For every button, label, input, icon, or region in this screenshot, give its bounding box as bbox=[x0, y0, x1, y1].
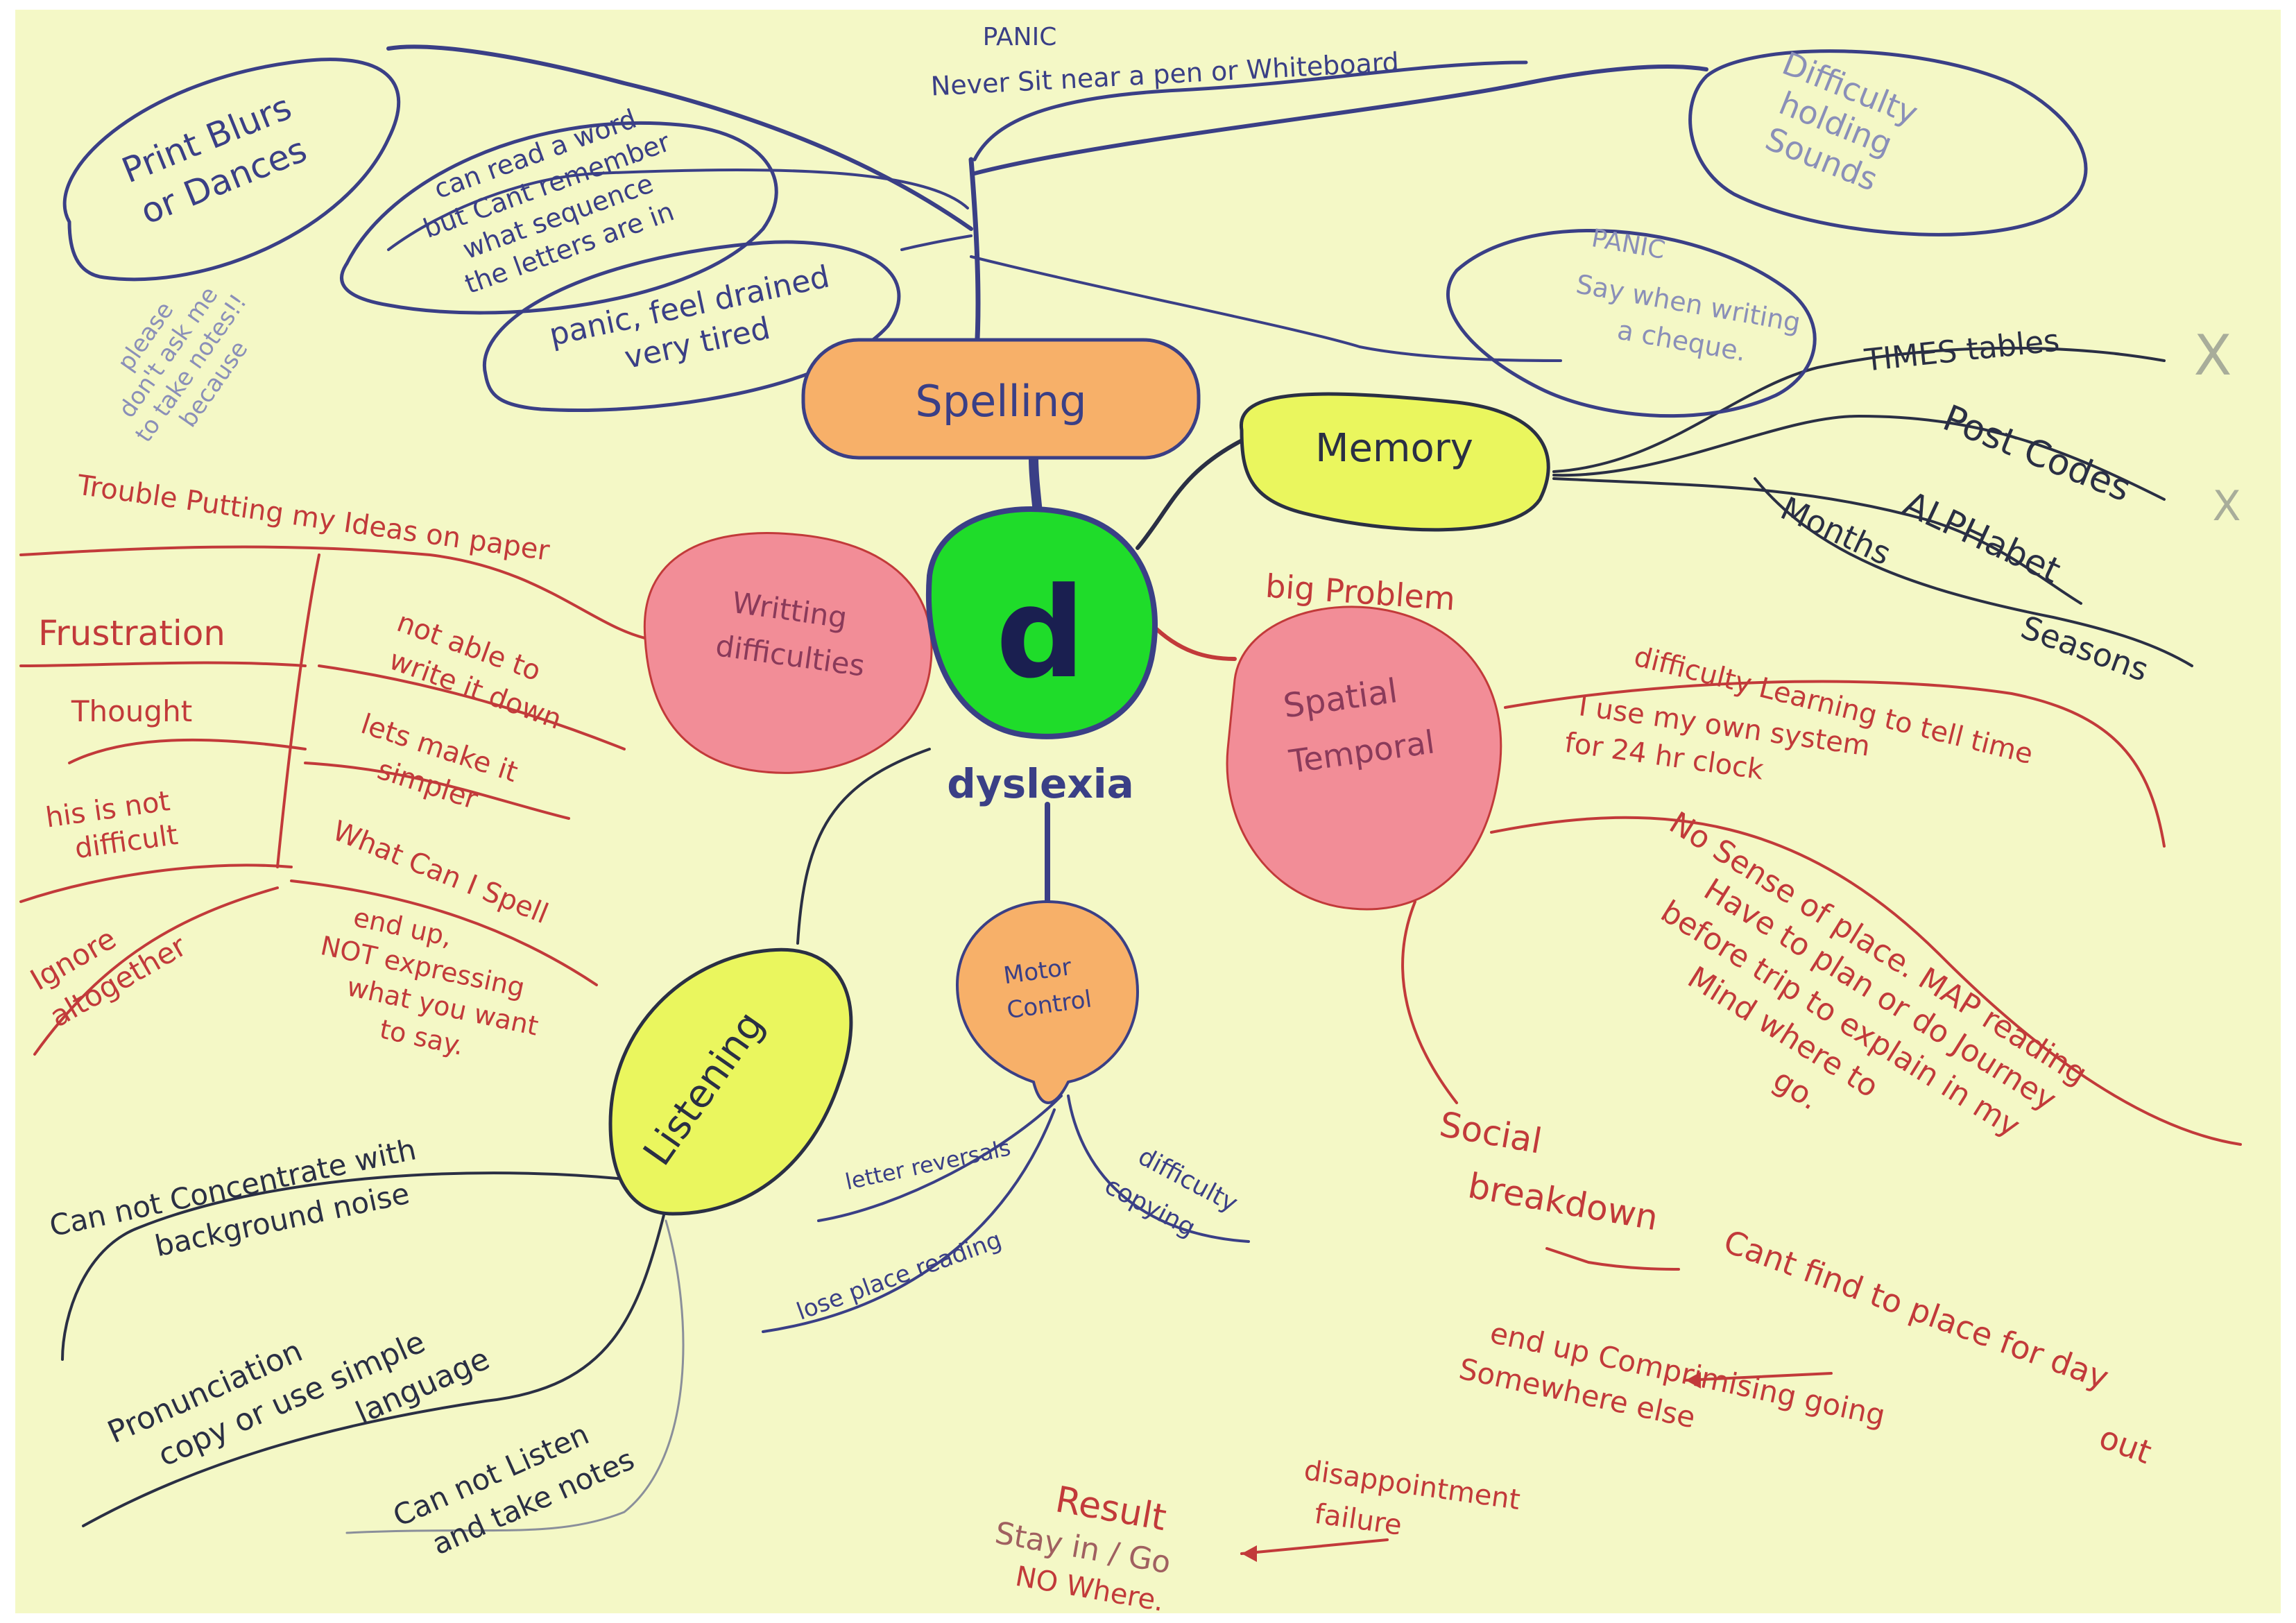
spatial-own-system: I use my own system for 24 hr clock bbox=[1563, 690, 1872, 787]
branch-seasons bbox=[1754, 477, 2193, 667]
paper-background bbox=[15, 10, 2281, 1613]
link-listening-center bbox=[796, 748, 931, 945]
node-memory bbox=[1239, 392, 1550, 532]
arrow-comprimising bbox=[1684, 1372, 1833, 1382]
link-memory-center bbox=[1136, 435, 1251, 550]
memory-mark-2: X bbox=[2212, 482, 2241, 531]
branch-letter-reversals bbox=[817, 1094, 1063, 1222]
branch-not-difficult bbox=[19, 864, 293, 903]
branch-print-blurs bbox=[386, 44, 973, 231]
branch-difficulty-copying bbox=[1067, 1094, 1250, 1243]
node-center bbox=[925, 506, 1158, 739]
branch-listen-notes bbox=[345, 1219, 685, 1534]
branch-panic-cheque bbox=[970, 255, 1562, 362]
writing-thought: Thought bbox=[71, 694, 192, 728]
branch-panic-top bbox=[973, 60, 1528, 162]
spelling-label: Spelling bbox=[915, 376, 1086, 427]
branch-writing-spine bbox=[276, 553, 320, 868]
node-listening bbox=[608, 947, 853, 1216]
branch-concentrate bbox=[61, 1171, 626, 1361]
memory-label: Memory bbox=[1315, 426, 1473, 471]
branch-what-can-spell bbox=[290, 879, 598, 986]
arrowhead-comprimising bbox=[1686, 1372, 1701, 1389]
branch-social bbox=[1401, 900, 1458, 1104]
bubble-can-read bbox=[340, 121, 778, 315]
branch-lose-place bbox=[762, 1108, 1056, 1333]
branch-make-simpler bbox=[304, 762, 570, 820]
branch-trouble bbox=[19, 545, 646, 639]
branch-post-codes bbox=[1552, 415, 2166, 501]
branch-ignore bbox=[33, 886, 279, 1056]
branch-learning-time bbox=[1504, 680, 2166, 848]
branch-frustration bbox=[19, 661, 307, 667]
branch-times-tables bbox=[1552, 346, 2166, 473]
center-letter: d bbox=[996, 561, 1086, 706]
bubble-panic-drained bbox=[482, 240, 901, 412]
node-spatial bbox=[1226, 606, 1502, 911]
link-spatial-center bbox=[1149, 622, 1237, 661]
node-spelling bbox=[801, 338, 1201, 460]
node-motor bbox=[955, 900, 1140, 1104]
branch-panic-drained bbox=[900, 234, 973, 251]
center-label: dyslexia bbox=[947, 760, 1134, 807]
memory-mark-1: X bbox=[2194, 323, 2232, 388]
node-writing bbox=[643, 532, 933, 774]
bubble-print-blurs bbox=[62, 58, 401, 282]
branch-can-read bbox=[387, 169, 969, 251]
panic-top-title: PANIC bbox=[983, 23, 1057, 51]
arrow-result bbox=[1240, 1538, 1389, 1555]
bubble-panic-cheque bbox=[1446, 229, 1817, 418]
branch-not-able bbox=[318, 664, 626, 750]
arrowhead-result bbox=[1242, 1545, 1257, 1562]
writing-frustration: Frustration bbox=[38, 613, 225, 653]
branch-pronunciation bbox=[82, 1205, 667, 1527]
bubble-holding-sounds bbox=[1688, 49, 2088, 237]
branch-thought bbox=[68, 738, 307, 764]
branch-holding-sounds bbox=[973, 65, 1708, 175]
branch-sense-place bbox=[1490, 816, 2242, 1146]
arrow-social-cant-find bbox=[1545, 1247, 1680, 1271]
branch-alphabet bbox=[1552, 477, 2082, 605]
